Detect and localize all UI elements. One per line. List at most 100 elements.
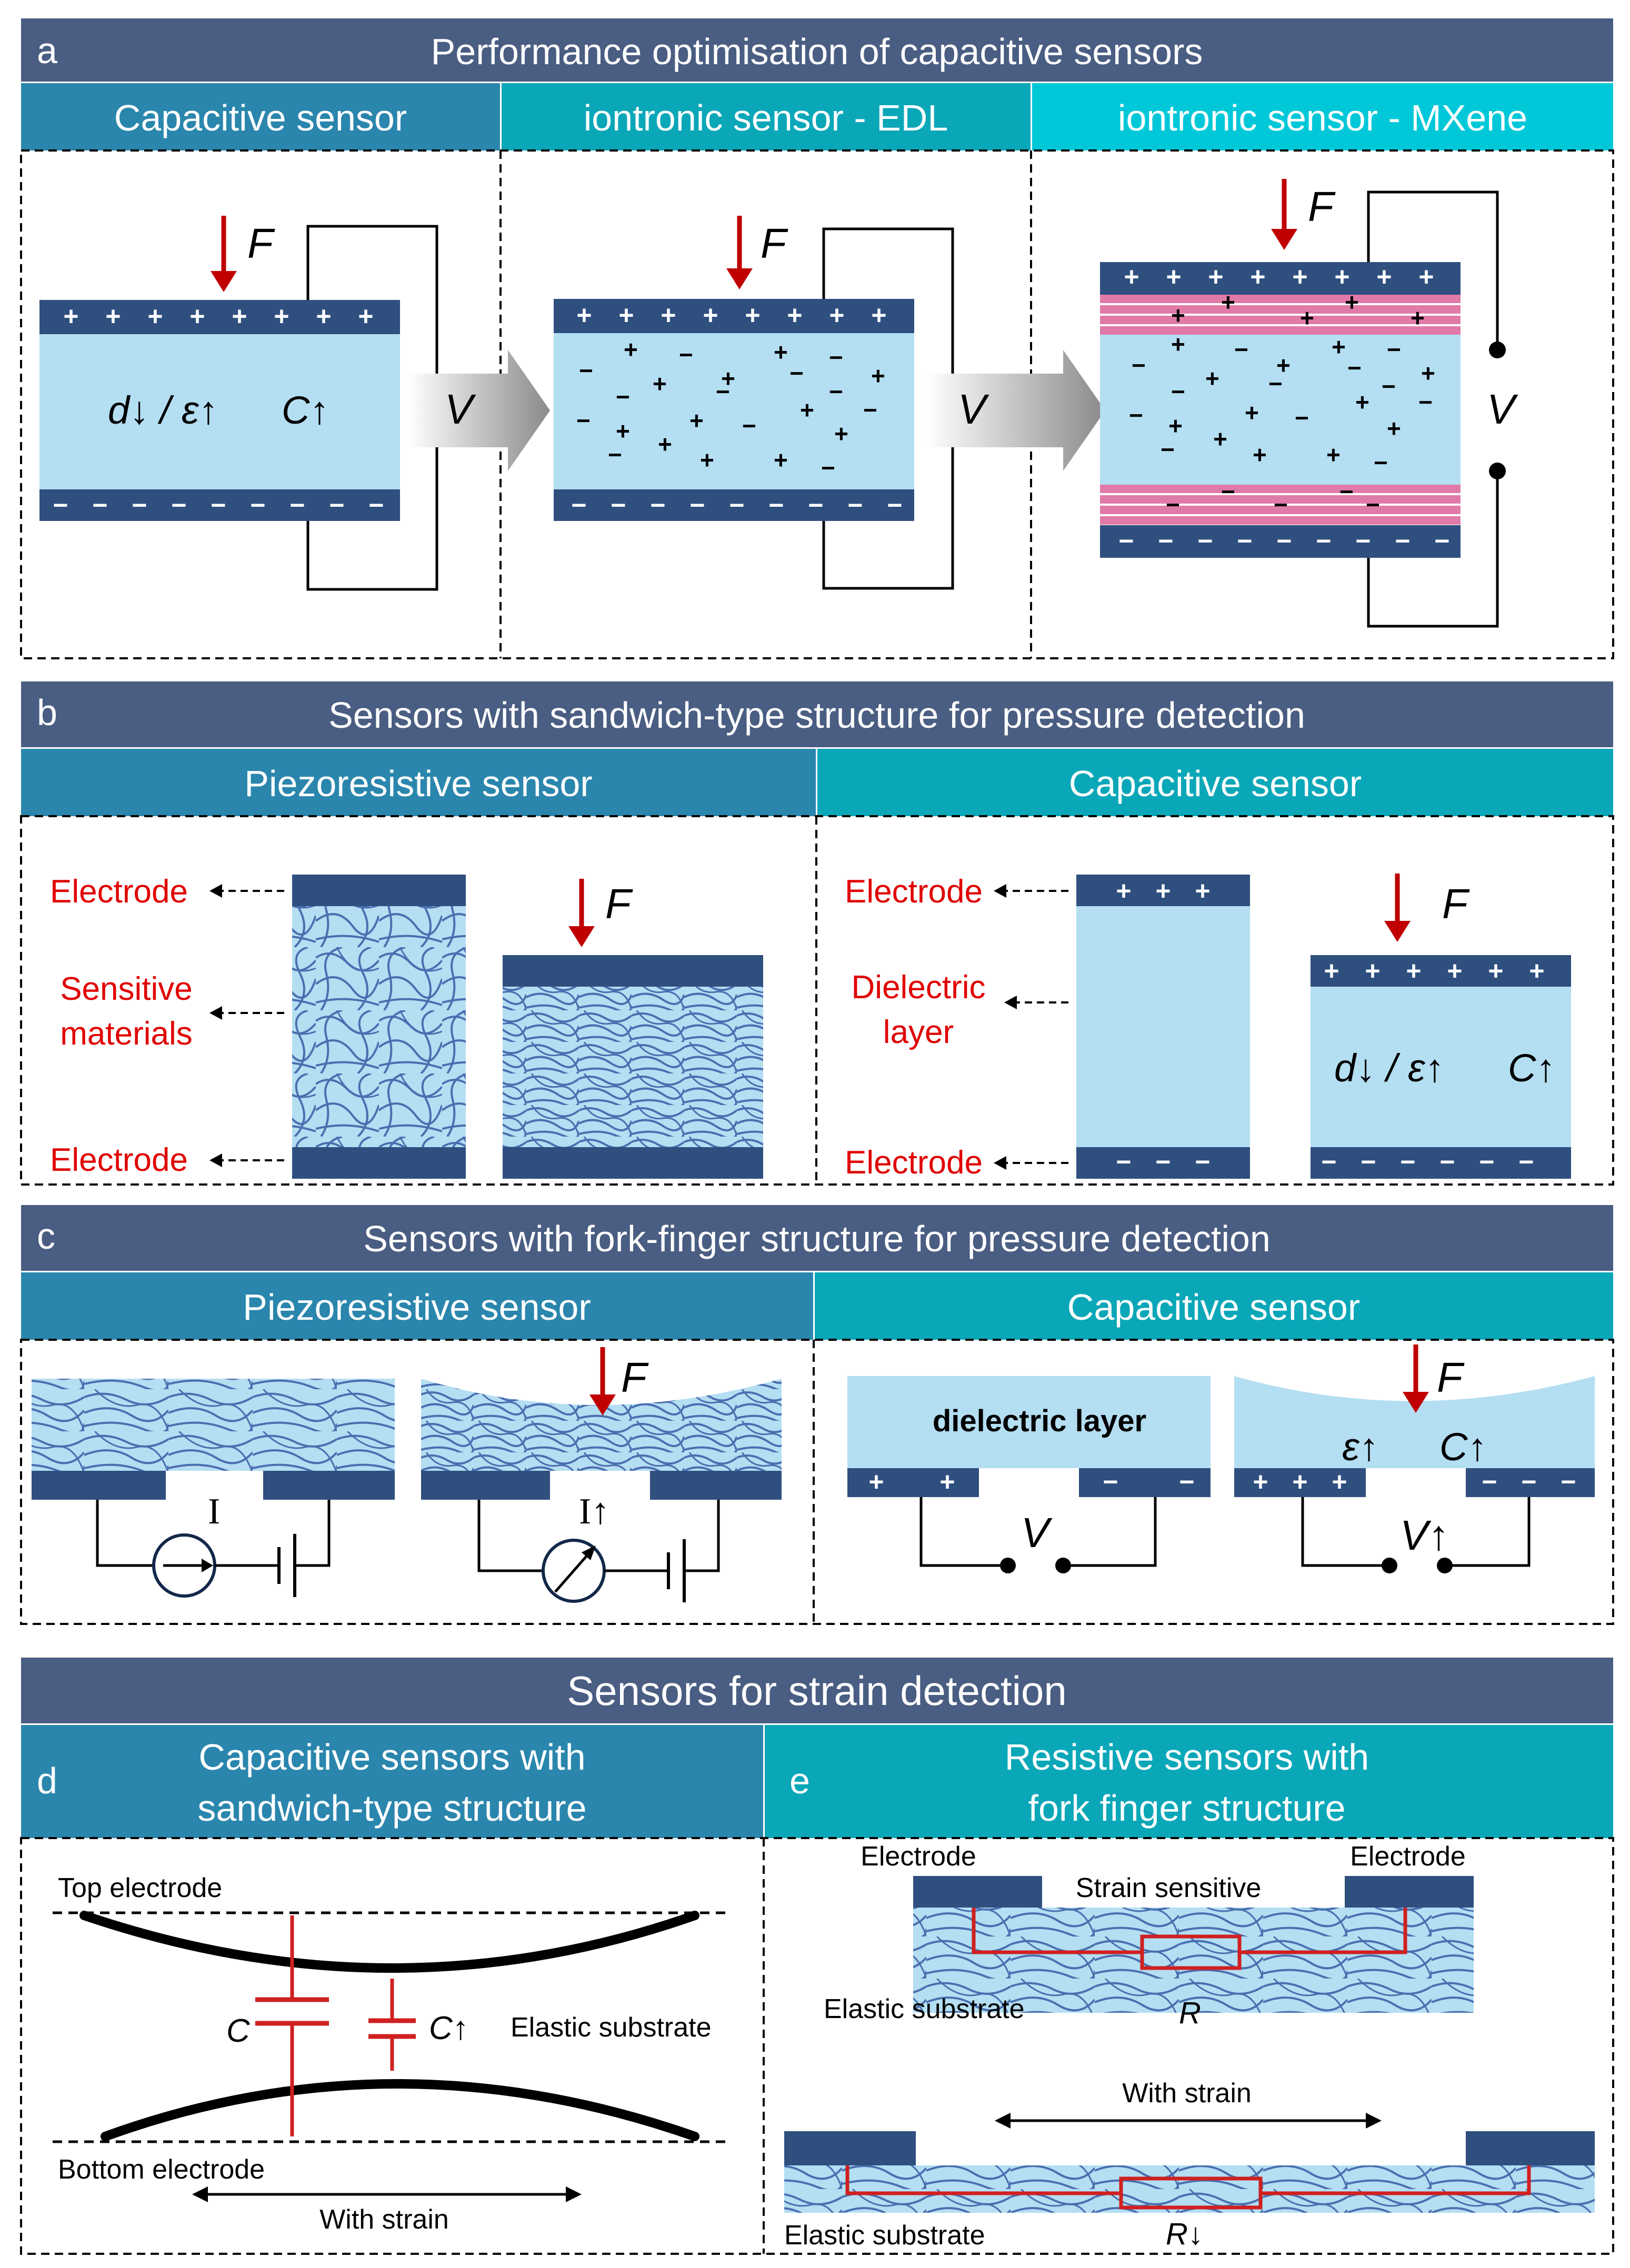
a3-voltage-label: V <box>1487 386 1518 433</box>
e-stretched-right-electrode <box>1466 2131 1595 2165</box>
panel-a-col1-label: Capacitive sensor <box>114 97 407 138</box>
a2-plus-row: + + + + + + + + <box>576 300 886 330</box>
svg-text:+: + <box>1155 876 1171 906</box>
svg-text:−: − <box>289 490 305 520</box>
panel-c-frame <box>20 1339 1614 1625</box>
panel-e-title-line1: Resistive sensors with <box>1005 1737 1369 1778</box>
a3-ions: + − + − − + − + + − − − + − − + − + + + <box>1129 330 1435 476</box>
svg-text:+: + <box>787 300 802 330</box>
b-cap-top-electrode <box>1076 875 1250 906</box>
svg-text:−: − <box>1347 354 1362 382</box>
c-piezo-force-label: F <box>621 1354 649 1401</box>
panel-d-title-line2: sandwich-type structure <box>197 1788 586 1829</box>
panel-b-left-label: Piezoresistive sensor <box>244 763 592 804</box>
svg-text:−: − <box>1268 370 1283 397</box>
svg-text:−: − <box>1521 1467 1536 1497</box>
a1-dielectric <box>39 334 400 489</box>
svg-text:+: + <box>689 407 704 434</box>
svg-text:+: + <box>1213 425 1227 453</box>
c-cap-pressed-left-electrode <box>1234 1468 1366 1497</box>
a2-voltage-label: V <box>958 386 989 433</box>
b-cap-dielectric <box>1076 906 1250 1147</box>
svg-text:+: + <box>1245 399 1259 426</box>
svg-text:−: − <box>650 490 665 520</box>
panel-d-title-line1: Capacitive sensors with <box>198 1737 585 1778</box>
svg-text:−: − <box>1276 526 1292 556</box>
svg-text:+: + <box>1447 956 1462 986</box>
svg-text:−: − <box>1316 526 1331 556</box>
b-piezoresistive: F Electrode Sensitive materials Electrod… <box>50 874 763 1179</box>
svg-text:+: + <box>1168 412 1183 439</box>
svg-text:+: + <box>1376 262 1392 292</box>
svg-text:−: − <box>729 490 744 520</box>
svg-text:+: + <box>834 420 848 447</box>
svg-text:−: − <box>1395 526 1410 556</box>
panel-c-right-label: Capacitive sensor <box>1067 1287 1360 1328</box>
svg-text:−: − <box>829 378 843 405</box>
svg-text:+: + <box>1406 956 1421 986</box>
svg-text:−: − <box>576 407 591 434</box>
svg-text:−: − <box>742 412 756 439</box>
svg-text:+: + <box>661 300 676 330</box>
svg-text:+: + <box>1124 262 1139 292</box>
b-cap-dielectric-label-1: Dielectric <box>852 969 986 1006</box>
b-cap-dielectric-pointer-head <box>1004 996 1017 1009</box>
b-piezo-pressed-top-electrode <box>503 955 763 987</box>
c-piezo-right-electrode <box>263 1471 395 1500</box>
svg-text:−: − <box>132 490 147 520</box>
a1-plus-row: + + + + + + + + <box>63 302 373 331</box>
c-piezo-pressed-material <box>421 1379 782 1471</box>
b-cap-plus-row: + + + <box>1116 876 1210 906</box>
svg-text:−: − <box>1221 478 1235 505</box>
svg-text:−: − <box>211 490 226 520</box>
a1-transition-arrow <box>408 350 550 471</box>
a2-bottom-electrode <box>554 489 914 521</box>
svg-text:−: − <box>1321 1147 1336 1177</box>
e-circuit-left <box>972 1908 1142 1954</box>
a3-wire-top <box>1367 190 1499 350</box>
svg-text:−: − <box>1158 526 1173 556</box>
panel-e-letter: e <box>789 1760 810 1801</box>
panel-a-title-bar <box>21 18 1613 82</box>
svg-text:−: − <box>1355 526 1371 556</box>
d-bottom-electrode-label: Bottom electrode <box>58 2154 265 2185</box>
panel-c: c Sensors with fork-finger structure for… <box>20 1205 1614 1625</box>
d-c-up-label: C↑ <box>429 2010 469 2046</box>
svg-text:+: + <box>1276 352 1291 379</box>
c-piezo-left-electrode <box>32 1471 166 1500</box>
c-piezo-force-arrow-head <box>589 1394 616 1416</box>
svg-text:+: + <box>1411 304 1425 332</box>
c-capacitive: dielectric layer + + − − V + + + − − − ε… <box>847 1344 1595 1573</box>
svg-text:+: + <box>1205 365 1219 392</box>
b-piezo-top-electrode <box>292 875 466 906</box>
panel-c-left-label: Piezoresistive sensor <box>243 1287 591 1328</box>
strain-frame <box>20 1837 1614 2255</box>
a3-top-mxene-layers <box>1100 295 1461 335</box>
svg-text:+: + <box>1253 441 1267 468</box>
svg-text:−: − <box>1103 1467 1118 1497</box>
svg-text:−: − <box>250 490 265 520</box>
strain-title: Sensors for strain detection <box>567 1668 1066 1714</box>
a2-minus-row: − − − − − − − − − <box>571 490 902 520</box>
a3-terminal-bottom <box>1489 463 1506 479</box>
b-cap-electrode-bottom-pointer-head <box>994 1156 1006 1170</box>
svg-text:−: − <box>1237 526 1252 556</box>
svg-text:−: − <box>808 490 823 520</box>
b-piezo-pressed-material <box>503 987 763 1147</box>
b-cap-electrode-bottom-label: Electrode <box>845 1145 983 1181</box>
d-with-strain-label: With strain <box>319 2204 449 2235</box>
svg-text:−: − <box>1179 1467 1194 1497</box>
a1-eq-c: C↑ <box>282 388 329 432</box>
b-cap-pressed-dielectric <box>1311 987 1571 1147</box>
b-piezo-electrode-bottom-label: Electrode <box>50 1142 188 1178</box>
a3-minus-row: − − − − − − − − − <box>1118 526 1449 556</box>
a3-bottom-electrode <box>1100 525 1461 558</box>
b-piezo-sensitive-label-1: Sensitive <box>60 971 193 1007</box>
svg-text:−: − <box>863 396 877 424</box>
svg-text:+: + <box>658 430 672 458</box>
d-top-electrode-curve <box>79 1911 699 1973</box>
svg-text:+: + <box>1171 302 1185 329</box>
b-cap-eq-d: d↓ / ε↑ <box>1334 1046 1444 1090</box>
svg-text:+: + <box>745 300 760 330</box>
svg-text:−: − <box>368 490 384 520</box>
